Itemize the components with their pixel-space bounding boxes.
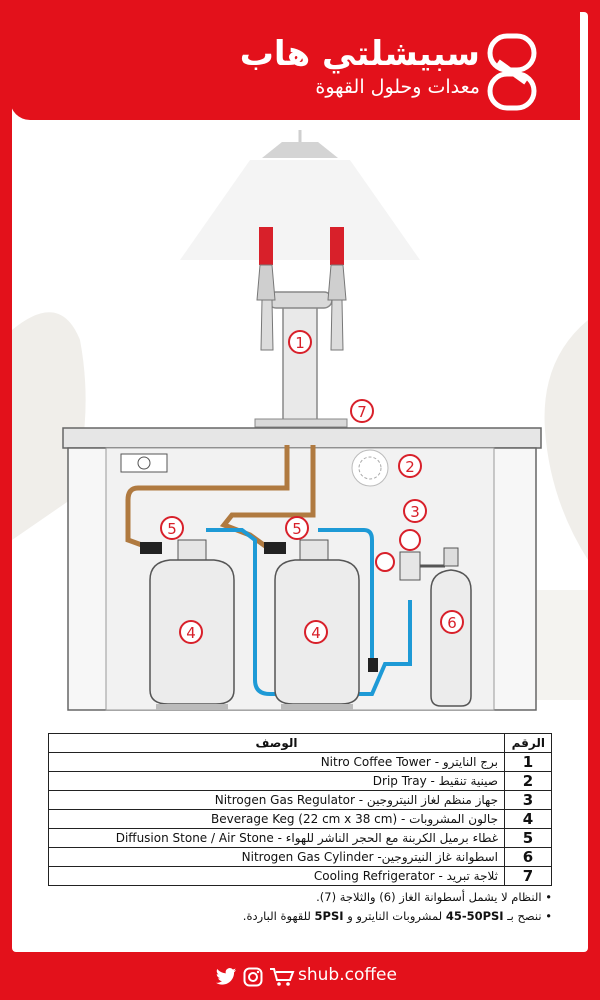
note-2-psi-cold: 5PSI xyxy=(314,909,344,923)
legend-desc: ثلاجة تبريد - Cooling Refrigerator xyxy=(48,865,505,886)
gas-line-right-keg xyxy=(318,528,374,664)
svg-text:5: 5 xyxy=(292,520,302,538)
leaf-right-decoration xyxy=(544,320,588,560)
diagram-label-3: 3 xyxy=(403,499,427,523)
diagram-label-4-right: 4 xyxy=(304,620,328,644)
svg-text:6: 6 xyxy=(447,614,457,632)
legend-num: 5 xyxy=(504,827,552,848)
footer: shub.coffee xyxy=(0,955,600,1000)
legend-header-num: الرقم xyxy=(504,733,552,753)
gas-line-main xyxy=(206,528,412,696)
svg-text:4: 4 xyxy=(186,624,196,642)
legend-num: 2 xyxy=(504,770,552,791)
tap-handle-left xyxy=(259,227,273,265)
legend-desc: جالون المشروبات - Beverage Keg (22 cm x … xyxy=(48,808,505,829)
tower-head xyxy=(267,291,333,309)
website-handle[interactable]: shub.coffee xyxy=(298,965,397,985)
parts-legend-table: الوصف الرقم برج النايترو - Nitro Coffee … xyxy=(48,733,552,886)
svg-text:5: 5 xyxy=(167,520,177,538)
nitro-tower xyxy=(282,299,318,421)
diagram-label-5-left: 5 xyxy=(160,516,184,540)
counter-top xyxy=(62,427,542,449)
header-banner: سبيشلتي هاب معدات وحلول القهوة xyxy=(10,10,580,120)
legend-num: 7 xyxy=(504,865,552,886)
legend-desc: اسطوانة غاز النيتروجين- Nitrogen Gas Cyl… xyxy=(48,846,505,867)
legend-desc: برج النايترو - Nitro Coffee Tower xyxy=(48,751,505,772)
legend-header-desc: الوصف xyxy=(48,733,505,753)
thermostat-dial-icon xyxy=(137,456,151,470)
legend-desc: جهاز منظم لغاز النيتروجين - Nitrogen Gas… xyxy=(48,789,505,810)
svg-text:4: 4 xyxy=(311,624,321,642)
fan-vent xyxy=(351,449,389,487)
drip-tray xyxy=(254,418,348,428)
table-row: جالون المشروبات - Beverage Keg (22 cm x … xyxy=(48,808,552,829)
legend-desc: غطاء برميل الكربنة مع الحجر الناشر للهوا… xyxy=(48,827,505,848)
lamp-shade xyxy=(262,142,338,158)
diagram-label-2: 7 xyxy=(350,399,374,423)
nitro-system-diagram: 1 7 3 4 4 5 5 6 2 xyxy=(12,130,588,711)
instagram-icon[interactable] xyxy=(243,967,263,987)
notes-block: • النظام لا يشمل أسطوانة الغاز (6) والثل… xyxy=(32,888,552,926)
note-2-text-c: لمشروبات النايترو و xyxy=(347,909,443,923)
nitrogen-cylinder xyxy=(430,547,472,707)
note-1: • النظام لا يشمل أسطوانة الغاز (6) والثل… xyxy=(316,890,552,904)
note-2-text-e: للقهوة الباردة. xyxy=(242,909,311,923)
legend-num: 3 xyxy=(504,789,552,810)
note-2-psi-nitro: 45-50PSI xyxy=(445,909,504,923)
faucet-left xyxy=(260,299,274,351)
diagram-label-4-left: 4 xyxy=(179,620,203,644)
diagram-label-5-right: 5 xyxy=(285,516,309,540)
beer-line-left xyxy=(125,445,290,551)
lamp-light xyxy=(180,160,420,260)
cart-icon[interactable] xyxy=(269,967,295,987)
legend-header-row: الوصف الرقم xyxy=(48,733,552,753)
table-row: برج النايترو - Nitro Coffee Tower 1 xyxy=(48,751,552,772)
diagram-label-1: 1 xyxy=(288,330,312,354)
table-row: اسطوانة غاز النيتروجين- Nitrogen Gas Cyl… xyxy=(48,846,552,867)
brand-logo-icon xyxy=(487,33,537,111)
social-icons xyxy=(215,967,295,987)
gas-tee-connector xyxy=(368,658,378,672)
legend-num: 4 xyxy=(504,808,552,829)
legend-num: 1 xyxy=(504,751,552,772)
table-row: ثلاجة تبريد - Cooling Refrigerator 7 xyxy=(48,865,552,886)
brand-block: سبيشلتي هاب معدات وحلول القهوة xyxy=(240,34,480,100)
nitrogen-regulator xyxy=(375,529,445,581)
note-2-text-a: ننصح بـ xyxy=(507,909,542,923)
note-2: • ننصح بـ 45-50PSI لمشروبات النايترو و 5… xyxy=(242,909,552,923)
brand-name: سبيشلتي هاب xyxy=(239,34,480,74)
svg-text:2: 2 xyxy=(405,458,415,476)
svg-text:3: 3 xyxy=(410,503,420,521)
diagram-label-6: 6 xyxy=(440,610,464,634)
diagram-label-7: 2 xyxy=(398,454,422,478)
faucet-right xyxy=(330,299,344,351)
table-row: جهاز منظم لغاز النيتروجين - Nitrogen Gas… xyxy=(48,789,552,810)
table-row: غطاء برميل الكربنة مع الحجر الناشر للهوا… xyxy=(48,827,552,848)
tap-left xyxy=(256,264,276,301)
legend-num: 6 xyxy=(504,846,552,867)
fan-grill-icon xyxy=(358,456,382,480)
tap-handle-right xyxy=(330,227,344,265)
note-1-text: النظام لا يشمل أسطوانة الغاز (6) والثلاج… xyxy=(316,890,542,904)
svg-text:7: 7 xyxy=(357,403,367,421)
leaf-left-decoration xyxy=(12,312,86,540)
thermostat xyxy=(120,453,168,473)
brand-tagline: معدات وحلول القهوة xyxy=(315,76,480,98)
table-row: صينية تنقيط - Drip Tray 2 xyxy=(48,770,552,791)
legend-desc: صينية تنقيط - Drip Tray xyxy=(48,770,505,791)
twitter-icon[interactable] xyxy=(215,967,237,987)
tap-right xyxy=(327,264,347,301)
svg-text:1: 1 xyxy=(295,334,305,352)
